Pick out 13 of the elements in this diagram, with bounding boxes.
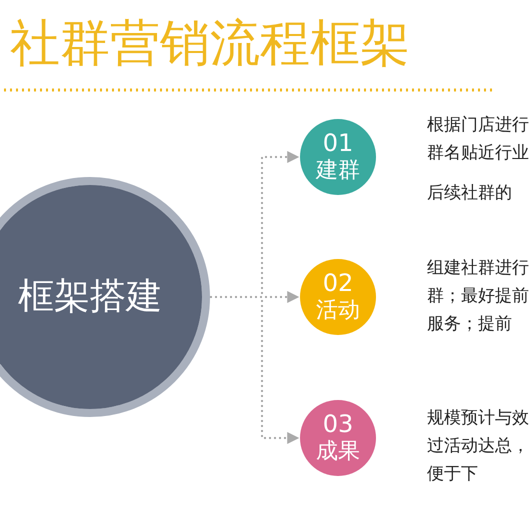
description-text: 组建社群进行群；最好提前服务；提前 <box>427 257 530 336</box>
step-label: 建群 <box>316 157 360 185</box>
node-label: 框架搭建 <box>18 275 162 319</box>
description-text: 根据门店进行群名贴近行业 <box>427 114 530 165</box>
connector-arrow <box>210 296 300 444</box>
description-text: 规模预计与效过活动达总，便于下 <box>427 407 530 486</box>
step-label: 成果 <box>316 438 360 466</box>
title: 社群营销流程框架 <box>10 13 410 74</box>
step-number: 03 <box>322 410 354 438</box>
step-number: 02 <box>322 269 354 297</box>
description-text: 后续社群的 <box>427 182 513 205</box>
step-label: 活动 <box>316 297 360 325</box>
step-number: 01 <box>322 129 354 157</box>
